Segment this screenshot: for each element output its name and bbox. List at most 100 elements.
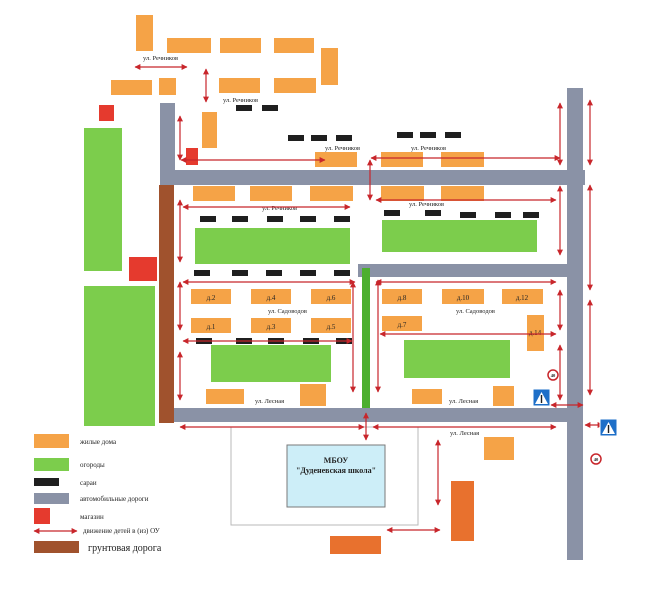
house-d10 <box>442 289 484 304</box>
house <box>220 38 261 53</box>
street-label-lesnaya: ул. Лесная <box>255 398 284 405</box>
street-label-rechnikov: ул. Речников <box>143 55 178 62</box>
shed <box>523 212 539 218</box>
house <box>321 48 338 85</box>
house <box>493 386 514 406</box>
house <box>136 15 153 51</box>
house <box>167 38 211 53</box>
house-number: д.7 <box>398 321 407 329</box>
street-label-rechnikov: ул. Речников <box>409 201 444 208</box>
pedestrian-crossing-sign <box>532 388 551 407</box>
school-name-line1: МБОУ <box>324 456 349 465</box>
shed <box>334 270 350 276</box>
legend-swatch-dirt-road <box>34 541 79 553</box>
house-number: д.2 <box>207 294 216 302</box>
shed <box>194 270 210 276</box>
house-d4 <box>251 289 291 304</box>
garden-far-left-top <box>84 128 122 271</box>
shed <box>200 216 216 222</box>
legend-swatch-gardens <box>34 458 69 471</box>
house-d3 <box>251 318 291 333</box>
street-label-rechnikov: ул. Речников <box>411 145 446 152</box>
street-label-lesnaya: ул. Лесная <box>449 398 478 405</box>
house-d8 <box>382 289 422 304</box>
legend-label-shops: магазин <box>80 513 104 521</box>
legend-swatch-roads <box>34 493 69 504</box>
house <box>250 186 292 201</box>
house <box>206 389 244 404</box>
street-label-sadovodov: ул. Садоводов <box>456 308 495 315</box>
legend-label-dirt-road: грунтовая дорога <box>88 543 162 554</box>
house-number: д.1 <box>207 323 216 331</box>
shed <box>300 270 316 276</box>
dirt-road <box>159 185 174 423</box>
shed <box>232 270 248 276</box>
shed <box>420 132 436 138</box>
street-label-rechnikov: ул. Речников <box>325 145 360 152</box>
shed <box>236 105 252 111</box>
house-d6 <box>311 289 351 304</box>
legend-label-roads: автомобильные дороги <box>80 495 149 503</box>
speed-limit-sign: 40 <box>547 369 559 381</box>
road-left-vertical <box>160 103 175 185</box>
house-d2 <box>191 289 231 304</box>
road-rechnikov <box>160 170 585 185</box>
house <box>111 80 152 95</box>
house <box>441 152 484 167</box>
house <box>484 437 514 460</box>
green-path <box>362 268 370 408</box>
school-building <box>286 444 386 508</box>
shed <box>425 210 441 216</box>
house-large <box>451 481 474 541</box>
garden-far-left-bottom <box>84 286 155 426</box>
street-label-rechnikov: ул. Речников <box>262 205 297 212</box>
garden-block-4 <box>404 340 510 378</box>
house <box>202 112 217 148</box>
shop-2 <box>186 148 198 165</box>
house-d7 <box>382 316 422 331</box>
pedestrian-crossing-sign <box>599 418 618 437</box>
speed-limit-sign: 40 <box>590 453 602 465</box>
house-number: д.6 <box>327 294 336 302</box>
shed <box>267 216 283 222</box>
shed <box>384 210 400 216</box>
house <box>159 78 176 95</box>
shed <box>334 216 350 222</box>
movement-arrows <box>134 64 604 533</box>
shed <box>445 132 461 138</box>
legend-swatch-shops <box>34 508 50 524</box>
legend-label-gardens: огороды <box>80 461 105 469</box>
house-d1 <box>191 318 231 333</box>
shed <box>397 132 413 138</box>
garden-block-3 <box>211 345 331 382</box>
shop-1 <box>99 105 114 121</box>
speed-limit-value: 40 <box>594 457 599 462</box>
shed <box>336 135 352 141</box>
shed <box>495 212 511 218</box>
house-number: д.12 <box>516 294 529 302</box>
house-number: д.4 <box>267 294 276 302</box>
speed-limit-value: 40 <box>551 373 556 378</box>
legend-label-movement: движение детей в (из) ОУ <box>83 527 160 535</box>
house <box>193 186 235 201</box>
house-number: д.8 <box>398 294 407 302</box>
shed <box>262 105 278 111</box>
shed <box>288 135 304 141</box>
gardens <box>84 128 537 426</box>
shed <box>460 212 476 218</box>
legend-swatch-sheds <box>34 478 59 486</box>
legend: жилые дома огороды сараи автомобильные д… <box>33 434 162 554</box>
legend-label-sheds: сараи <box>80 479 97 487</box>
street-label-sadovodov: ул. Садоводов <box>268 308 307 315</box>
house-number: д.14 <box>529 329 542 337</box>
house <box>310 186 353 201</box>
road-lesnaya <box>174 408 569 422</box>
house <box>412 389 442 404</box>
legend-swatch-houses <box>34 434 69 448</box>
garden-block-1 <box>195 228 350 264</box>
house <box>219 78 260 93</box>
street-label-lesnaya: ул. Лесная <box>450 430 479 437</box>
shop-3 <box>129 257 157 281</box>
house <box>274 38 314 53</box>
